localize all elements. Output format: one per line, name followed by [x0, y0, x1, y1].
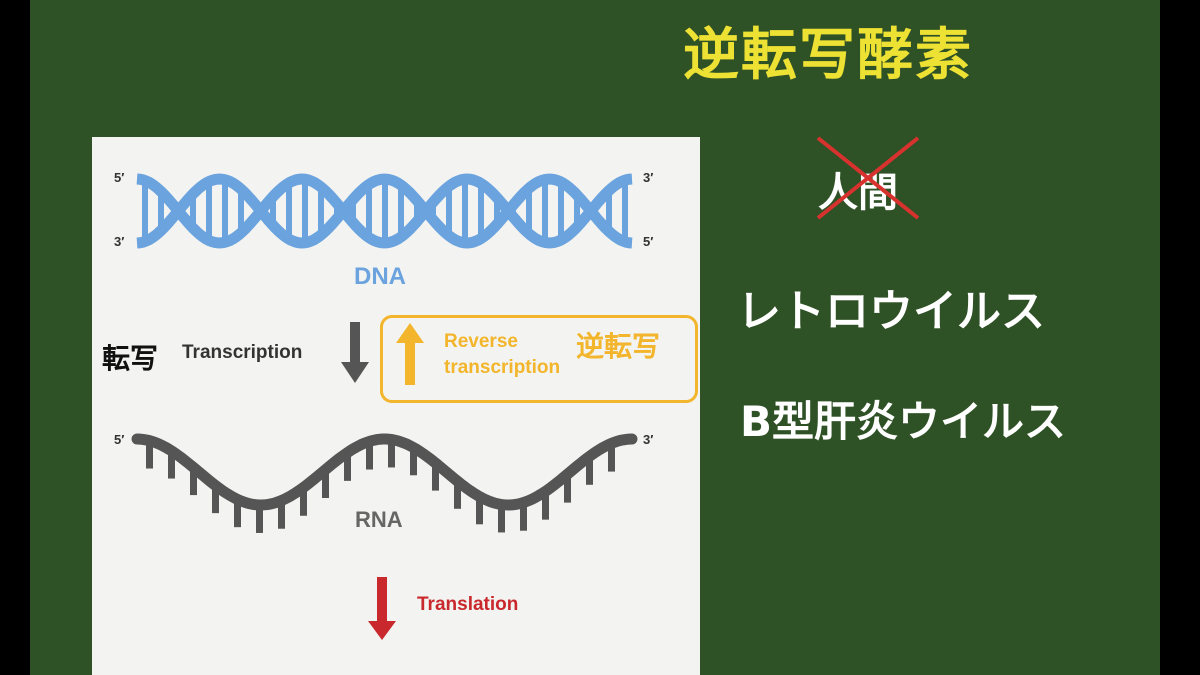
rna-base: [168, 450, 175, 479]
slide-title: 逆転写酵素: [683, 23, 973, 88]
rna-base: [498, 504, 505, 533]
transcription-label: Transcription: [182, 342, 303, 363]
reverse-transcription-jp-label: 逆転写: [576, 330, 661, 363]
reverse-line-2: transcription: [444, 357, 561, 378]
rna-base: [520, 502, 527, 531]
rna-base: [564, 474, 571, 503]
rna-label: RNA: [355, 507, 403, 532]
rna-base: [366, 441, 373, 470]
rna-strand: [131, 433, 638, 511]
dna-strand-bottom: [136, 173, 633, 249]
rna-base: [454, 480, 461, 509]
dna-left-top-end: 5′: [114, 170, 125, 185]
rna-bases: [146, 439, 615, 533]
rna-right-end: 3′: [643, 432, 654, 447]
translation-label: Translation: [417, 594, 519, 615]
rna-base: [410, 447, 417, 476]
dna-left-bottom-end: 3′: [114, 234, 125, 249]
cross-out-mark: [816, 136, 920, 220]
reverse-transcription-label: Reverse transcription: [444, 329, 560, 381]
reverse-line-1: Reverse: [444, 331, 518, 352]
dna-strand-top: [136, 173, 633, 249]
central-dogma-diagram: 5′ 3′ 3′ 5′ DNA 転写 Transcription Reverse…: [92, 137, 700, 675]
transcription-arrow: [341, 322, 369, 383]
rna-base: [190, 467, 197, 496]
rna-base: [388, 439, 395, 468]
rna-base: [300, 487, 307, 516]
rna-base: [344, 452, 351, 481]
rna-base: [256, 504, 263, 533]
rna-left-end: 5′: [114, 432, 125, 447]
dna-right-bottom-end: 5′: [643, 234, 654, 249]
dna-right-top-end: 3′: [643, 170, 654, 185]
rna-base: [322, 470, 329, 499]
translation-arrow: [368, 577, 396, 640]
dna-label: DNA: [354, 263, 406, 290]
rna-base: [542, 491, 549, 520]
transcription-jp-label: 転写: [102, 342, 159, 375]
retrovirus-label: レトロウイルス: [737, 286, 1045, 337]
rna-base: [586, 456, 593, 485]
rna-base: [146, 440, 153, 469]
rna-base: [212, 485, 219, 514]
rna-base: [608, 443, 615, 472]
dna-base-pairs: [142, 179, 628, 243]
rna-base: [476, 496, 483, 525]
reverse-transcription-box: [380, 315, 698, 403]
reverse-transcription-arrow: [396, 323, 424, 385]
rna-base: [432, 462, 439, 491]
hepatitis-b-virus-label: B型肝炎ウイルス: [740, 397, 1067, 446]
rna-base: [278, 500, 285, 529]
rna-base: [234, 499, 241, 528]
diagram-graphics: [131, 173, 638, 640]
